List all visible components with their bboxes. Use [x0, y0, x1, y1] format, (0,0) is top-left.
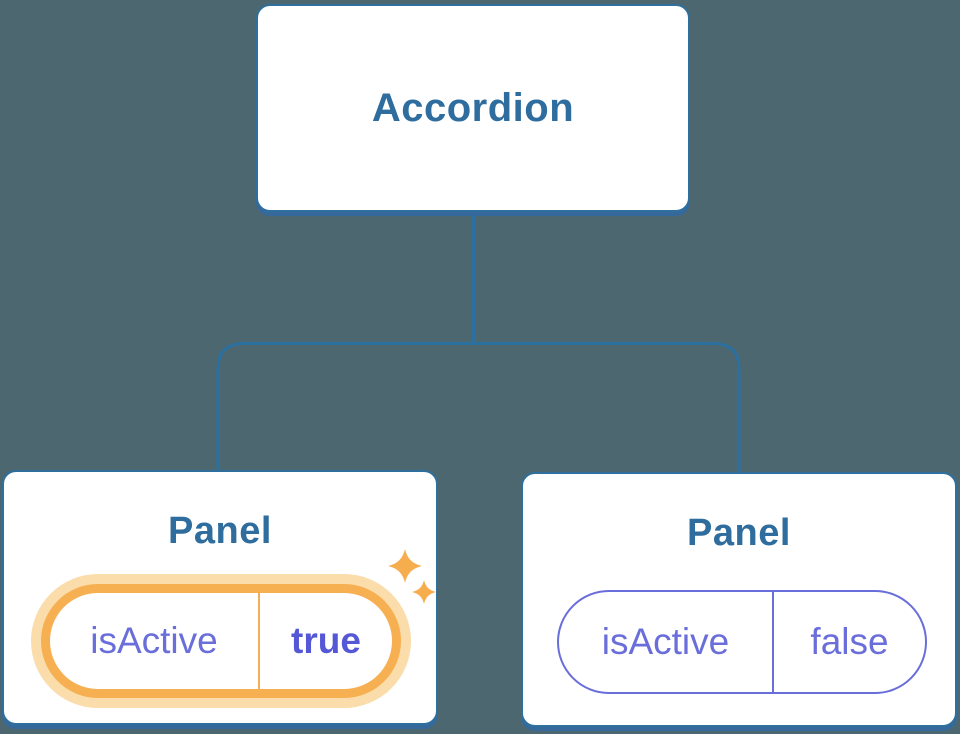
panel-node-title: Panel	[168, 510, 272, 552]
state-pill-highlighted: isActive true	[41, 584, 401, 698]
state-key-label: isActive	[559, 592, 774, 692]
sparkle-icon-small	[412, 580, 436, 604]
sparkle-icon-large	[388, 549, 422, 583]
panel-node-title: Panel	[687, 512, 791, 554]
state-pill: isActive false	[557, 590, 927, 694]
state-value-label: true	[291, 620, 361, 661]
panel-node-inactive: Panel isActive false	[521, 472, 957, 727]
state-value-label: false	[810, 621, 889, 662]
panel-node-active: Panel isActive true	[2, 470, 438, 725]
accordion-node-label: Accordion	[371, 85, 575, 130]
state-key-label: isActive	[50, 593, 260, 689]
accordion-node: Accordion	[256, 4, 690, 212]
